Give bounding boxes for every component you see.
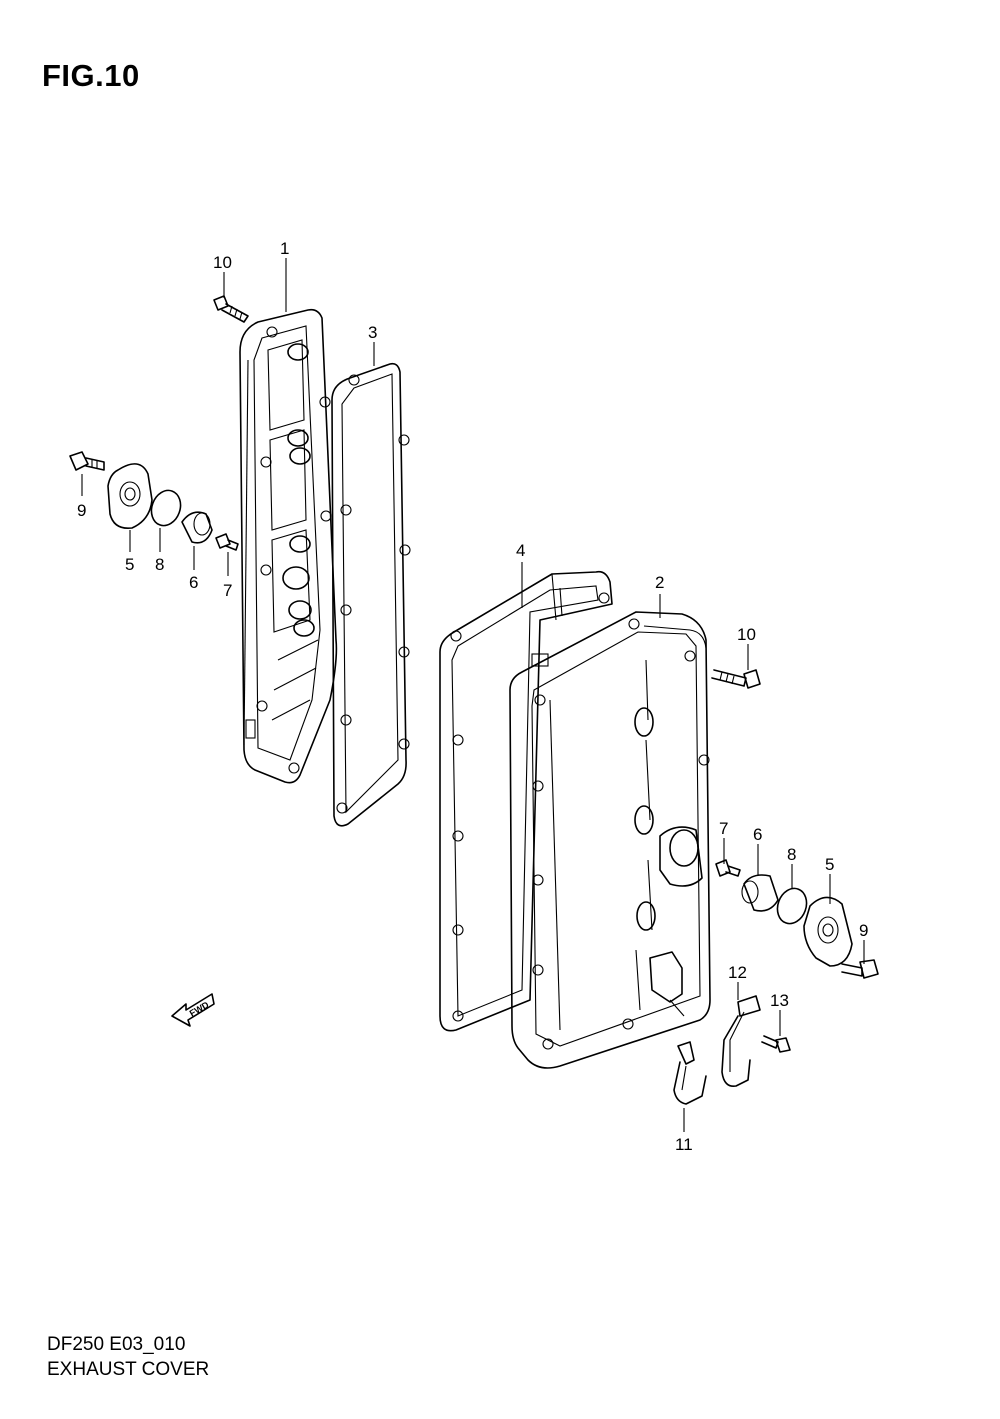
part-13-bolt <box>761 1035 791 1053</box>
callout-9-left: 9 <box>77 501 86 520</box>
callout-4: 4 <box>516 541 525 560</box>
callout-10-right: 10 <box>737 625 756 644</box>
callout-7-left: 7 <box>223 581 232 600</box>
part-5-cover-right <box>803 896 853 967</box>
part-12-clamp <box>721 995 761 1088</box>
callout-9-right: 9 <box>859 921 868 940</box>
callout-5-left: 5 <box>125 555 134 574</box>
callout-12: 12 <box>728 963 747 982</box>
callout-13: 13 <box>770 991 789 1010</box>
figure-name: EXHAUST COVER <box>47 1359 210 1380</box>
fwd-arrow-icon: FWD <box>171 993 215 1027</box>
part-9-bolt-right <box>841 959 879 979</box>
callout-6-right: 6 <box>753 825 762 844</box>
figure-title: FIG.10 <box>42 58 140 93</box>
part-9-bolt-left <box>69 451 105 471</box>
leader-lines <box>81 258 865 1132</box>
part-10-bolt-right <box>711 669 761 689</box>
part-1-exhaust-cover-left <box>239 308 338 784</box>
model-code: DF250 E03_010 <box>47 1334 186 1355</box>
part-7-bolt-left <box>215 533 239 551</box>
part-2-exhaust-cover-right <box>509 611 711 1069</box>
part-4-gasket-right <box>439 570 613 1032</box>
part-8-o-ring-right <box>776 887 808 925</box>
callout-1: 1 <box>280 239 289 258</box>
callout-10-left: 10 <box>213 253 232 272</box>
part-11-clamp <box>673 1041 707 1105</box>
callout-3: 3 <box>368 323 377 342</box>
callout-5-right: 5 <box>825 855 834 874</box>
part-6-collar-left <box>181 511 213 544</box>
callout-labels: 10 1 3 9 5 8 6 7 4 2 10 7 6 8 5 9 12 13 … <box>77 239 868 1154</box>
callout-6-left: 6 <box>189 573 198 592</box>
callout-2: 2 <box>655 573 664 592</box>
part-8-o-ring-left <box>150 489 182 527</box>
part-5-cover-left <box>107 463 153 530</box>
callout-8-right: 8 <box>787 845 796 864</box>
part-7-bolt-right <box>715 859 741 877</box>
callout-11: 11 <box>675 1135 693 1154</box>
part-3-gasket-left <box>331 362 411 827</box>
part-6-collar-right <box>741 874 779 912</box>
callout-7-right: 7 <box>719 819 728 838</box>
fwd-label: FWD <box>188 999 211 1018</box>
callout-8-left: 8 <box>155 555 164 574</box>
part-10-bolt-left <box>213 295 249 323</box>
